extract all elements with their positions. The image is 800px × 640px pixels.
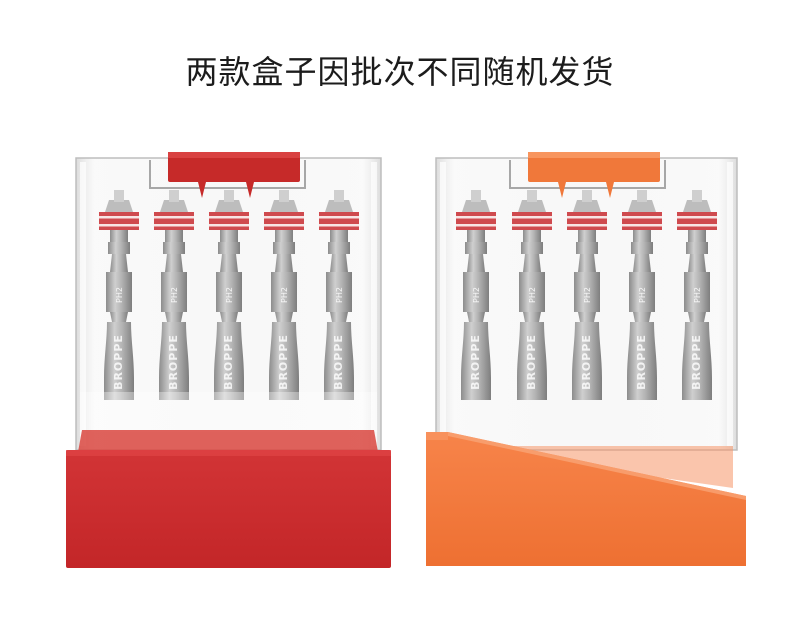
red-box-bits: PH2 BROPPE PH2 BROPPE PH2 BROPPE PH2 BRO… (99, 190, 359, 400)
bit-size-label: PH2 (280, 287, 289, 303)
bit-size-label: PH2 (528, 287, 537, 303)
bit-size-label: PH2 (225, 287, 234, 303)
orange-bit-box: PH2 BROPPE PH2 BROPPE PH2 BROPPE PH2 BRO… (426, 152, 746, 566)
orange-box-bits: PH2 BROPPE PH2 BROPPE PH2 BROPPE PH2 BRO… (456, 190, 717, 400)
bit-size-label: PH2 (170, 287, 179, 303)
bit-size-label: PH2 (335, 287, 344, 303)
bit-brand-label: BROPPE (525, 334, 538, 390)
bit-brand-label: BROPPE (222, 334, 235, 390)
red-bit-box: PH2 BROPPE PH2 BROPPE PH2 BROPPE PH2 BRO… (66, 152, 391, 568)
bit-brand-label: BROPPE (332, 334, 345, 390)
bit-size-label: PH2 (115, 287, 124, 303)
bit-size-label: PH2 (638, 287, 647, 303)
bit-size-label: PH2 (472, 287, 481, 303)
bit-brand-label: BROPPE (277, 334, 290, 390)
bit-size-label: PH2 (583, 287, 592, 303)
bit-brand-label: BROPPE (635, 334, 648, 390)
bit-brand-label: BROPPE (167, 334, 180, 390)
bit-brand-label: BROPPE (112, 334, 125, 390)
bit-size-label: PH2 (693, 287, 702, 303)
bit-brand-label: BROPPE (690, 334, 703, 390)
caption-text: 两款盒子因批次不同随机发货 (185, 53, 615, 91)
bit-brand-label: BROPPE (580, 334, 593, 390)
bit-brand-label: BROPPE (469, 334, 482, 390)
